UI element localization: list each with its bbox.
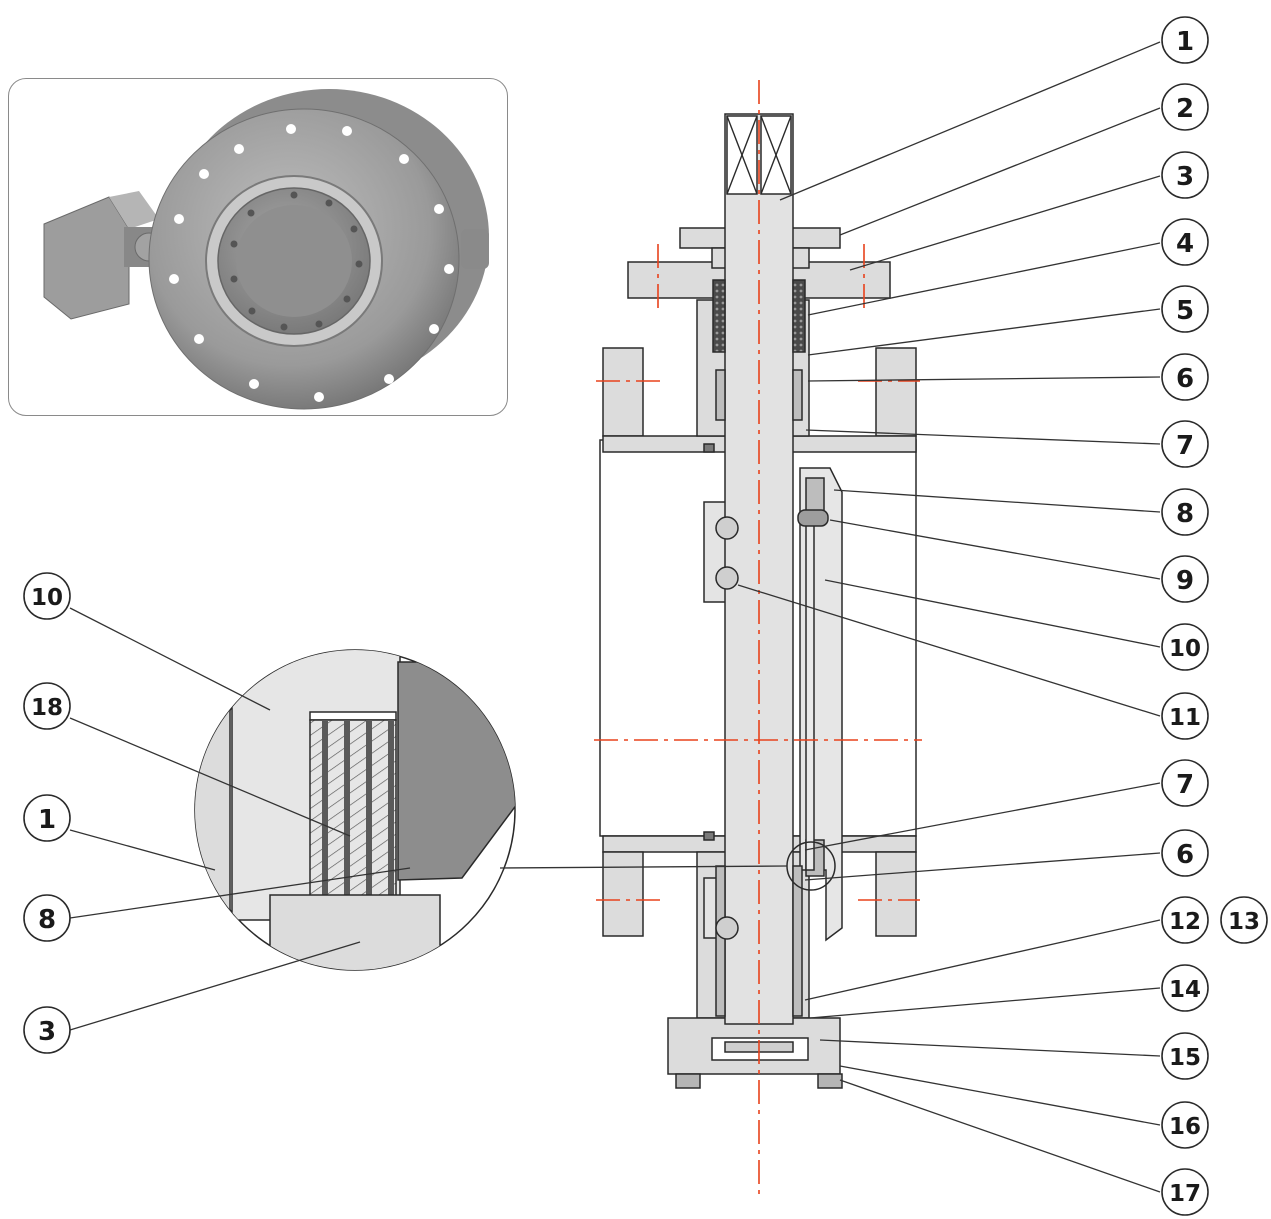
callout-1: 1 — [1176, 27, 1194, 57]
callout-7-lower: 7 — [1176, 770, 1194, 800]
bottom-flange-right — [875, 851, 917, 937]
callout-2: 2 — [1176, 94, 1194, 124]
pin-1 — [715, 516, 739, 540]
callout-6: 6 — [1176, 364, 1194, 394]
callout-7: 7 — [1176, 431, 1194, 461]
packing-left — [712, 279, 726, 353]
callout-16: 16 — [1169, 1114, 1201, 1140]
callout-6-lower: 6 — [1176, 840, 1194, 870]
detail-callout-3: 3 — [38, 1017, 56, 1047]
bottom-flange-left — [602, 851, 644, 937]
magnified-detail — [194, 649, 516, 971]
packing-right — [792, 279, 806, 353]
pin-2 — [715, 566, 739, 590]
centerlines — [594, 80, 922, 1200]
callout-14: 14 — [1169, 977, 1201, 1003]
bottom-bolt-right — [817, 1073, 843, 1089]
callout-5: 5 — [1176, 296, 1194, 326]
seal-retainer-upper — [805, 477, 825, 515]
callout-4: 4 — [1176, 229, 1194, 259]
top-flange-right — [875, 347, 917, 437]
callout-3: 3 — [1176, 162, 1194, 192]
set-screw — [797, 509, 829, 527]
callout-11: 11 — [1169, 705, 1201, 731]
callout-12: 12 — [1169, 909, 1201, 935]
callout-13: 13 — [1228, 909, 1260, 935]
top-flange-left — [602, 347, 644, 437]
photo-inset — [8, 78, 508, 416]
seat-strip — [805, 519, 815, 871]
detail-callout-1: 1 — [38, 805, 56, 835]
leader-lines — [69, 41, 1161, 1193]
butterfly-valve-photo — [43, 89, 489, 410]
detail-callout-8: 8 — [38, 905, 56, 935]
callout-15: 15 — [1169, 1045, 1201, 1071]
callout-8: 8 — [1176, 499, 1194, 529]
callout-10: 10 — [1169, 636, 1201, 662]
callout-9: 9 — [1176, 566, 1194, 596]
pin-3 — [715, 916, 739, 940]
bottom-bolt-left — [675, 1073, 701, 1089]
callout-17: 17 — [1169, 1181, 1201, 1207]
detail-callout-10: 10 — [31, 585, 63, 611]
detail-callout-18: 18 — [31, 695, 63, 721]
